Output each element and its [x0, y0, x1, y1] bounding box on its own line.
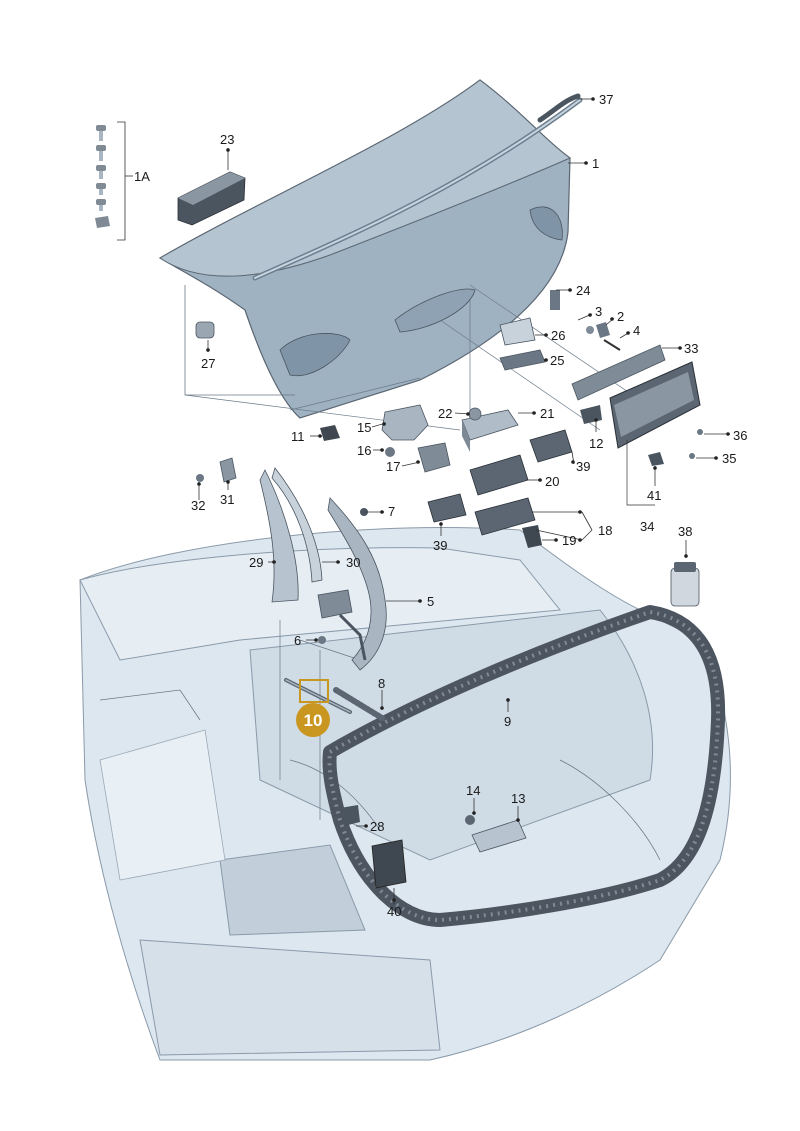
part-label-28: 28: [370, 819, 384, 834]
part-label-19: 19: [562, 533, 576, 548]
trunk-lid: [158, 79, 583, 419]
part-label-8: 8: [378, 676, 385, 691]
part-label-32: 32: [191, 498, 205, 513]
part-label-13: 13: [511, 791, 525, 806]
part-label-21: 21: [540, 406, 554, 421]
license-plate-bracket: [571, 322, 703, 506]
part-label-14: 14: [466, 783, 480, 798]
part-label-18: 18: [598, 523, 612, 538]
part-label-40: 40: [387, 904, 401, 919]
part-label-26: 26: [551, 328, 565, 343]
small-buffer-11: [320, 425, 340, 441]
part-label-24: 24: [576, 283, 590, 298]
part-label-39b: 39: [433, 538, 447, 553]
part-number-labels: 37 1 1A 23 24 3 2 4 26 33 25 27 22 21 15…: [134, 92, 747, 919]
spoiler-strip: [537, 93, 581, 123]
part-label-1: 1: [592, 156, 599, 171]
callout-badge: [296, 703, 330, 737]
part-label-27: 27: [201, 356, 215, 371]
part-label-34: 34: [640, 519, 654, 534]
part-label-7: 7: [388, 504, 395, 519]
trunk-seal: [322, 605, 726, 927]
leader-lines: [125, 97, 730, 904]
part-label-15: 15: [357, 420, 371, 435]
part-label-12: 12: [589, 436, 603, 451]
highlight-callout-10: 10: [296, 679, 330, 737]
bolt-set: [95, 121, 126, 241]
callout-number: 10: [304, 711, 323, 730]
lower-parts: [340, 562, 700, 889]
car-body-outline: [79, 526, 731, 1061]
part-label-1a: 1A: [134, 169, 150, 184]
part-label-5: 5: [427, 594, 434, 609]
part-label-17: 17: [386, 459, 400, 474]
part-label-9: 9: [504, 714, 511, 729]
part-label-37: 37: [599, 92, 613, 107]
part-label-39a: 39: [576, 459, 590, 474]
assembly-guide-lines: [184, 284, 641, 820]
part-label-20: 20: [545, 474, 559, 489]
part-label-2: 2: [617, 309, 624, 324]
part-label-36: 36: [733, 428, 747, 443]
part-label-38: 38: [678, 524, 692, 539]
handle-parts: [427, 290, 573, 548]
part-label-25: 25: [550, 353, 564, 368]
part-label-29: 29: [249, 555, 263, 570]
part-label-31: 31: [220, 492, 234, 507]
part-label-30: 30: [346, 555, 360, 570]
part-label-22: 22: [438, 406, 452, 421]
part-label-6: 6: [294, 633, 301, 648]
part-label-33: 33: [684, 341, 698, 356]
lock-assembly: [381, 404, 451, 473]
part-bumper-block: [177, 171, 246, 226]
part-label-23: 23: [220, 132, 234, 147]
small-clip-27: [195, 321, 215, 339]
hinge-and-trim-parts: [196, 457, 387, 721]
part-label-3: 3: [595, 304, 602, 319]
part-label-35: 35: [722, 451, 736, 466]
part-label-16: 16: [357, 443, 371, 458]
part-label-11: 11: [291, 429, 305, 444]
part-label-4: 4: [633, 323, 640, 338]
part-label-41: 41: [647, 488, 661, 503]
